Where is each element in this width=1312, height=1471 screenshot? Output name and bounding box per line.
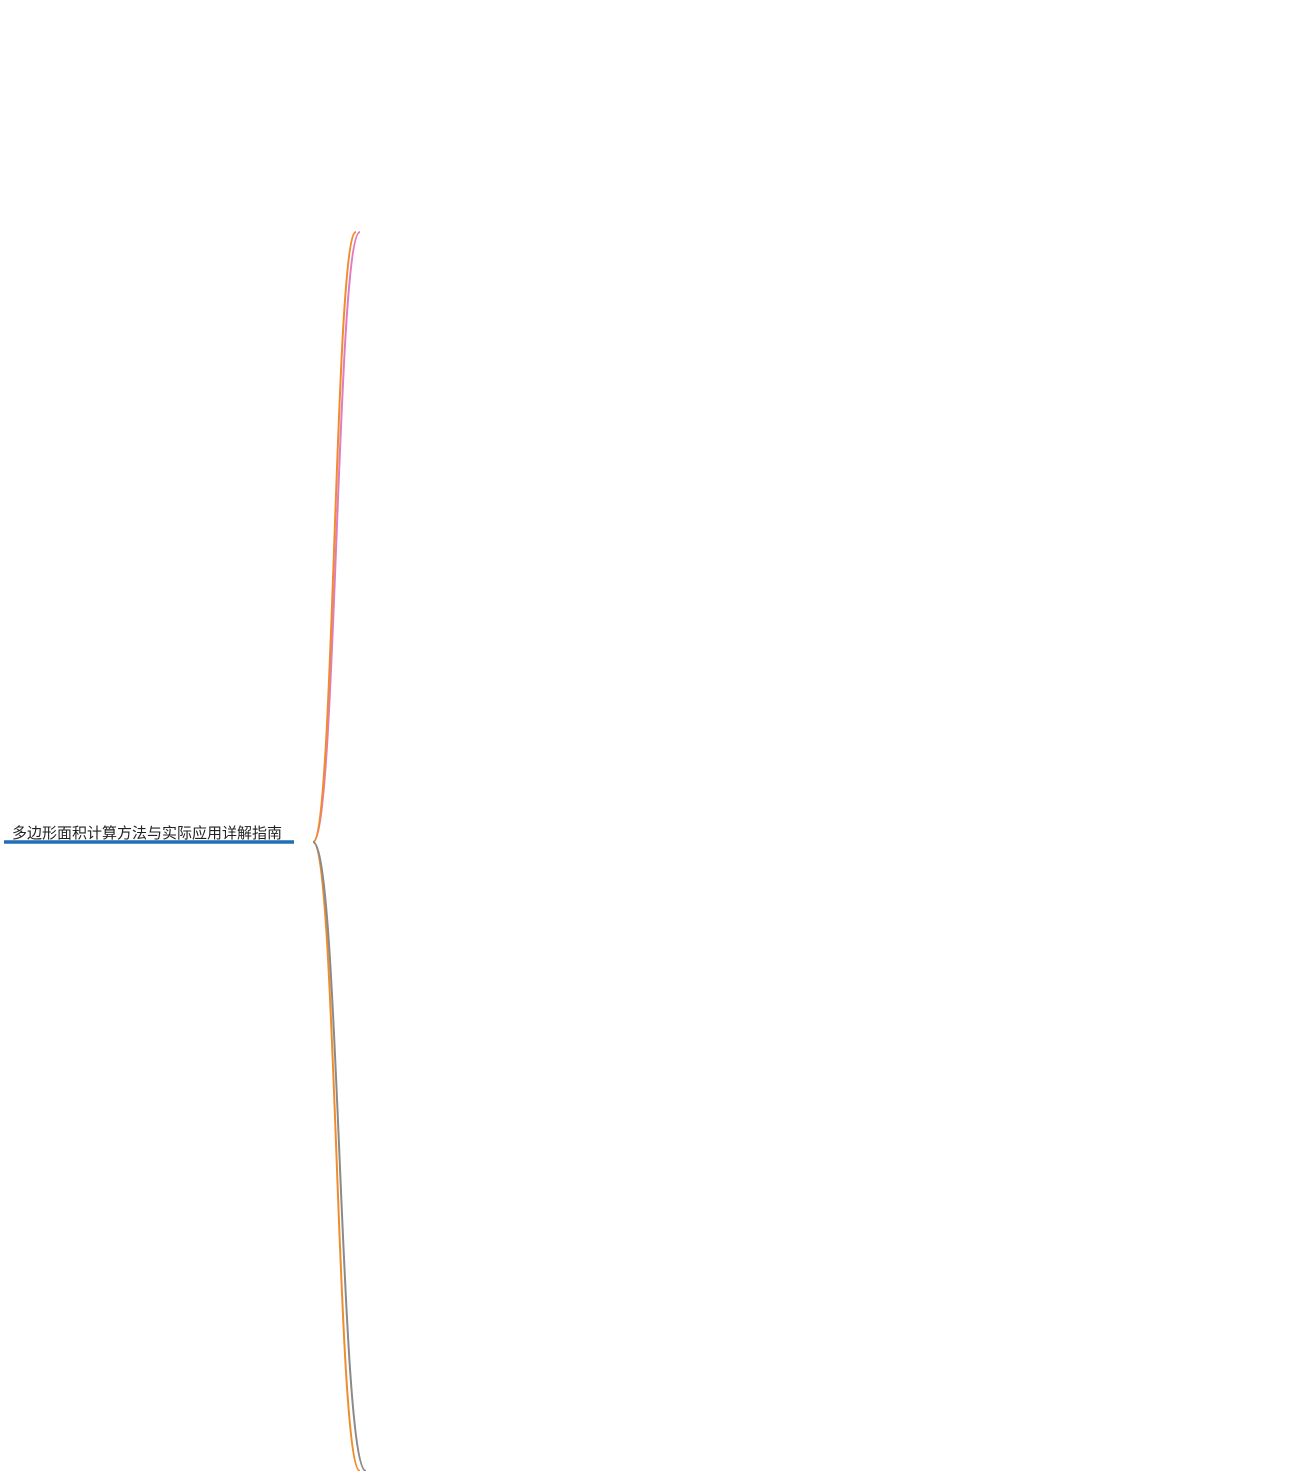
connector-edge-offscreen bbox=[312, 231, 361, 843]
connector-edge-offscreen bbox=[312, 841, 367, 1471]
connector-edge-offscreen bbox=[312, 841, 361, 1471]
connector-edge-offscreen bbox=[312, 231, 357, 843]
root-node-label: 多边形面积计算方法与实际应用详解指南 bbox=[12, 824, 282, 842]
